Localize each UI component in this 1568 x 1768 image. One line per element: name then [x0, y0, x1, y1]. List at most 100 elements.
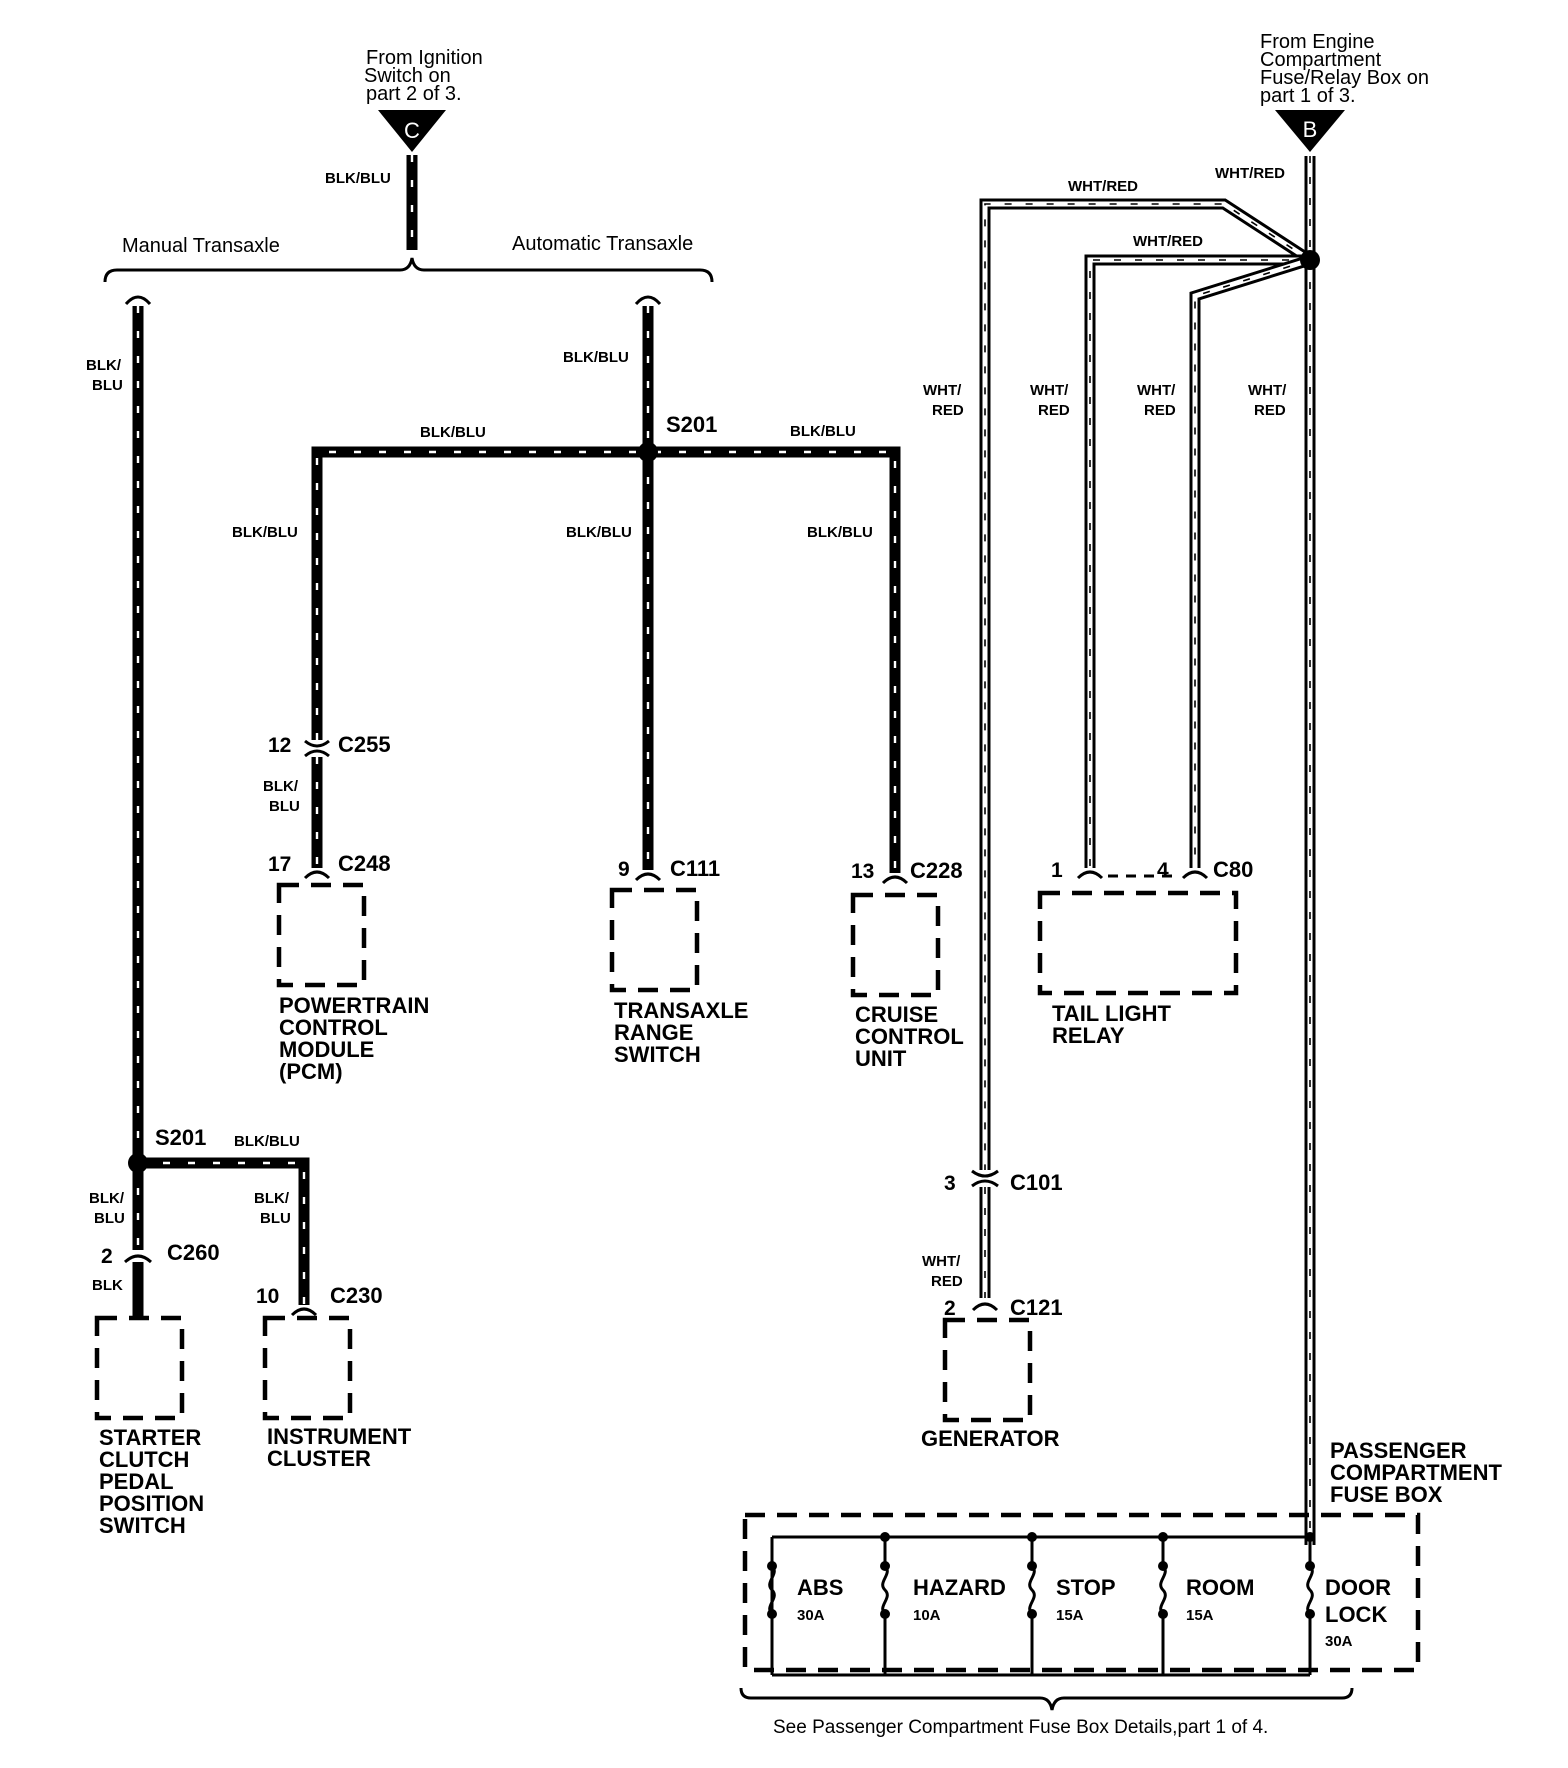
c121-name: C121: [1010, 1295, 1063, 1320]
wire-label-wht-red-gen-1: WHT/: [923, 382, 962, 399]
splice-wht-red: [1300, 250, 1320, 270]
wire-label-wht-red-p1-1: WHT/: [1030, 382, 1069, 399]
c228-pin: 13: [851, 860, 874, 883]
manual-transaxle-label: Manual Transaxle: [122, 235, 280, 257]
c80-pin-4: 4: [1157, 859, 1169, 882]
fuse-abs-name: ABS: [797, 1575, 843, 1600]
engine-source-label-1: From Engine: [1260, 31, 1375, 53]
c260-pin: 2: [101, 1245, 113, 1268]
trs-label-2: RANGE: [614, 1020, 693, 1045]
transaxle-branch-brace: [103, 257, 714, 283]
c228-name: C228: [910, 858, 963, 883]
inline-connector-c255: [304, 739, 330, 758]
ignition-source-label-1: From Ignition: [366, 47, 483, 69]
generator-label: GENERATOR: [921, 1426, 1060, 1451]
pcm-label-3: MODULE: [279, 1037, 374, 1062]
trs-label-1: TRANSAXLE: [614, 998, 748, 1023]
fuse-stop-symbol: [1027, 1532, 1037, 1675]
ic-label-1: INSTRUMENT: [267, 1424, 412, 1449]
engine-source-label-4: part 1 of 3.: [1260, 85, 1356, 107]
ccu-label-2: CONTROL: [855, 1024, 964, 1049]
fuse-door-lock-symbol: [1305, 1532, 1315, 1675]
scpps-label-4: POSITION: [99, 1491, 204, 1516]
ignition-source-label-2: Switch on: [364, 65, 451, 87]
fuse-elements: [767, 1532, 1315, 1675]
splice-s201-bottom-label: S201: [155, 1125, 206, 1150]
wire-label-c230-1: BLK/: [254, 1190, 290, 1207]
ignition-source-label-3: part 2 of 3.: [366, 83, 462, 105]
wire-label-c-blk-blu: BLK/BLU: [325, 170, 391, 187]
tlr-label-1: TAIL LIGHT: [1052, 1001, 1172, 1026]
fuse-stop-rating: 15A: [1056, 1607, 1084, 1624]
pcfb-label-3: FUSE BOX: [1330, 1482, 1443, 1507]
splice-s201-bottom: [128, 1153, 148, 1173]
fuse-stop-name: STOP: [1056, 1575, 1116, 1600]
c230-name: C230: [330, 1283, 383, 1308]
component-terminals: [290, 870, 1209, 1317]
c101-name: C101: [1010, 1170, 1063, 1195]
engine-source-label-2: Compartment: [1260, 49, 1382, 71]
generator-box: [942, 1317, 1033, 1423]
fuse-door-lock-name-2: LOCK: [1325, 1602, 1387, 1627]
fuse-abs-rating: 30A: [797, 1607, 825, 1624]
c255-name: C255: [338, 732, 391, 757]
fuse-abs-symbol: [767, 1537, 777, 1675]
fuse-room-symbol: [1158, 1532, 1168, 1675]
fuse-box-brace: [739, 1687, 1354, 1711]
c260-name: C260: [167, 1240, 220, 1265]
inline-connector-c260: [123, 1250, 153, 1264]
pcfb-label-1: PASSENGER: [1330, 1438, 1467, 1463]
wire-label-s201-lower: BLK/BLU: [234, 1133, 300, 1150]
wire-label-auto: BLK/BLU: [563, 349, 629, 366]
splice-s201-top: [638, 442, 658, 462]
fuse-door-lock-rating: 30A: [1325, 1633, 1353, 1650]
ccu-label-1: CRUISE: [855, 1002, 938, 1027]
fuse-hazard-name: HAZARD: [913, 1575, 1006, 1600]
trs-label-3: SWITCH: [614, 1042, 701, 1067]
pcm-box: [276, 882, 367, 988]
splice-s201-top-label: S201: [666, 412, 717, 437]
wire-label-s201-left: BLK/BLU: [420, 424, 486, 441]
c80-name: C80: [1213, 857, 1253, 882]
scpps-label-5: SWITCH: [99, 1513, 186, 1538]
c121-pin: 2: [944, 1297, 956, 1320]
pcfb-label-2: COMPARTMENT: [1330, 1460, 1502, 1485]
fuse-room-name: ROOM: [1186, 1575, 1254, 1600]
wire-label-pcm: BLK/BLU: [232, 524, 298, 541]
c248-pin: 17: [268, 853, 291, 876]
wire-label-wht-red-main-2: RED: [1254, 402, 1286, 419]
inline-connector-c101: [971, 1169, 999, 1188]
source-connector-c: C: [378, 110, 446, 152]
tlr-label-2: RELAY: [1052, 1023, 1125, 1048]
wire-label-manual-2: BLU: [92, 377, 123, 394]
wire-label-wht-red-p4-2: RED: [1144, 402, 1176, 419]
wire-label-wht-red-p1-2: RED: [1038, 402, 1070, 419]
scpps-label-1: STARTER: [99, 1425, 201, 1450]
connector-c-letter: C: [404, 118, 420, 143]
pcm-label-1: POWERTRAIN: [279, 993, 429, 1018]
wire-label-c255-2: BLU: [269, 798, 300, 815]
wire-label-blk: BLK: [92, 1277, 123, 1294]
cruise-control-unit-box: [850, 892, 941, 998]
wire-label-wht-red-main-1: WHT/: [1248, 382, 1287, 399]
c80-pin-1: 1: [1051, 859, 1063, 882]
fuse-door-lock-name: DOOR: [1325, 1575, 1391, 1600]
fuse-hazard-symbol: [880, 1532, 890, 1675]
fuse-box-footnote: See Passenger Compartment Fuse Box Detai…: [773, 1717, 1268, 1738]
c111-name: C111: [670, 856, 720, 881]
transaxle-range-switch-box: [609, 887, 700, 993]
wire-label-trs: BLK/BLU: [566, 524, 632, 541]
scpps-label-2: CLUTCH: [99, 1447, 189, 1472]
pcm-label-4: (PCM): [279, 1059, 343, 1084]
engine-source-label-3: Fuse/Relay Box on: [1260, 67, 1429, 89]
wire-label-c260-1: BLK/: [89, 1190, 125, 1207]
ic-label-2: CLUSTER: [267, 1446, 371, 1471]
wire-label-wht-red-gen-2: RED: [932, 402, 964, 419]
blk-blu-wires: [132, 155, 901, 1318]
fuse-room-rating: 15A: [1186, 1607, 1214, 1624]
wire-label-ccu: BLK/BLU: [807, 524, 873, 541]
automatic-transaxle-label: Automatic Transaxle: [512, 233, 693, 255]
wire-label-c260-2: BLU: [94, 1210, 125, 1227]
wire-label-wht-red-mid: WHT/RED: [1133, 233, 1203, 250]
